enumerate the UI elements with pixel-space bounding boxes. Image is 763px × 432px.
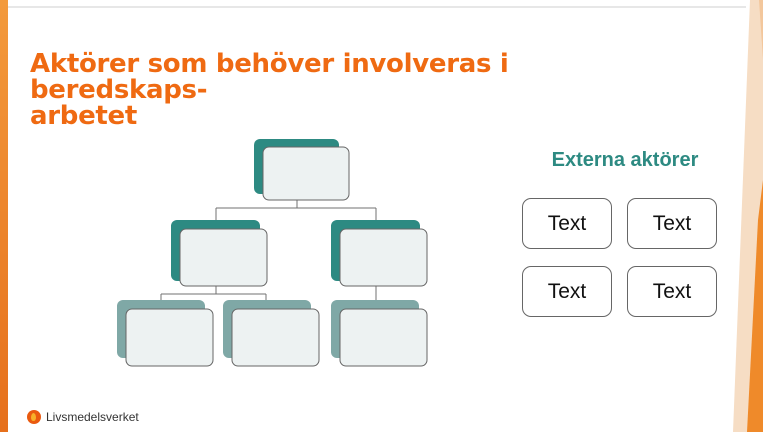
left-accent-bar bbox=[0, 0, 8, 432]
external-actors-heading: Externa aktörer bbox=[551, 149, 699, 171]
external-actor-box-3: Text bbox=[522, 266, 612, 317]
external-actor-box-4: Text bbox=[627, 266, 717, 317]
org-node-bottom-2 bbox=[223, 300, 320, 367]
livsmedelsverket-logo-icon bbox=[27, 410, 41, 424]
org-node-top bbox=[254, 139, 350, 201]
title-line-1: Aktörer som behöver involveras i beredsk… bbox=[30, 49, 509, 105]
org-node-mid-right bbox=[331, 220, 428, 287]
slide-title: Aktörer som behöver involveras i beredsk… bbox=[30, 51, 670, 129]
title-line-2: arbetet bbox=[30, 101, 138, 131]
top-divider bbox=[8, 6, 746, 8]
org-node-mid-left bbox=[171, 220, 268, 287]
org-node-bottom-3 bbox=[331, 300, 428, 367]
right-decoration bbox=[733, 0, 763, 432]
logo-text: Livsmedelsverket bbox=[46, 410, 139, 424]
footer-logo: Livsmedelsverket bbox=[27, 410, 139, 424]
external-actor-box-1: Text bbox=[522, 198, 612, 249]
external-actor-box-2: Text bbox=[627, 198, 717, 249]
org-node-bottom-1 bbox=[117, 300, 214, 367]
